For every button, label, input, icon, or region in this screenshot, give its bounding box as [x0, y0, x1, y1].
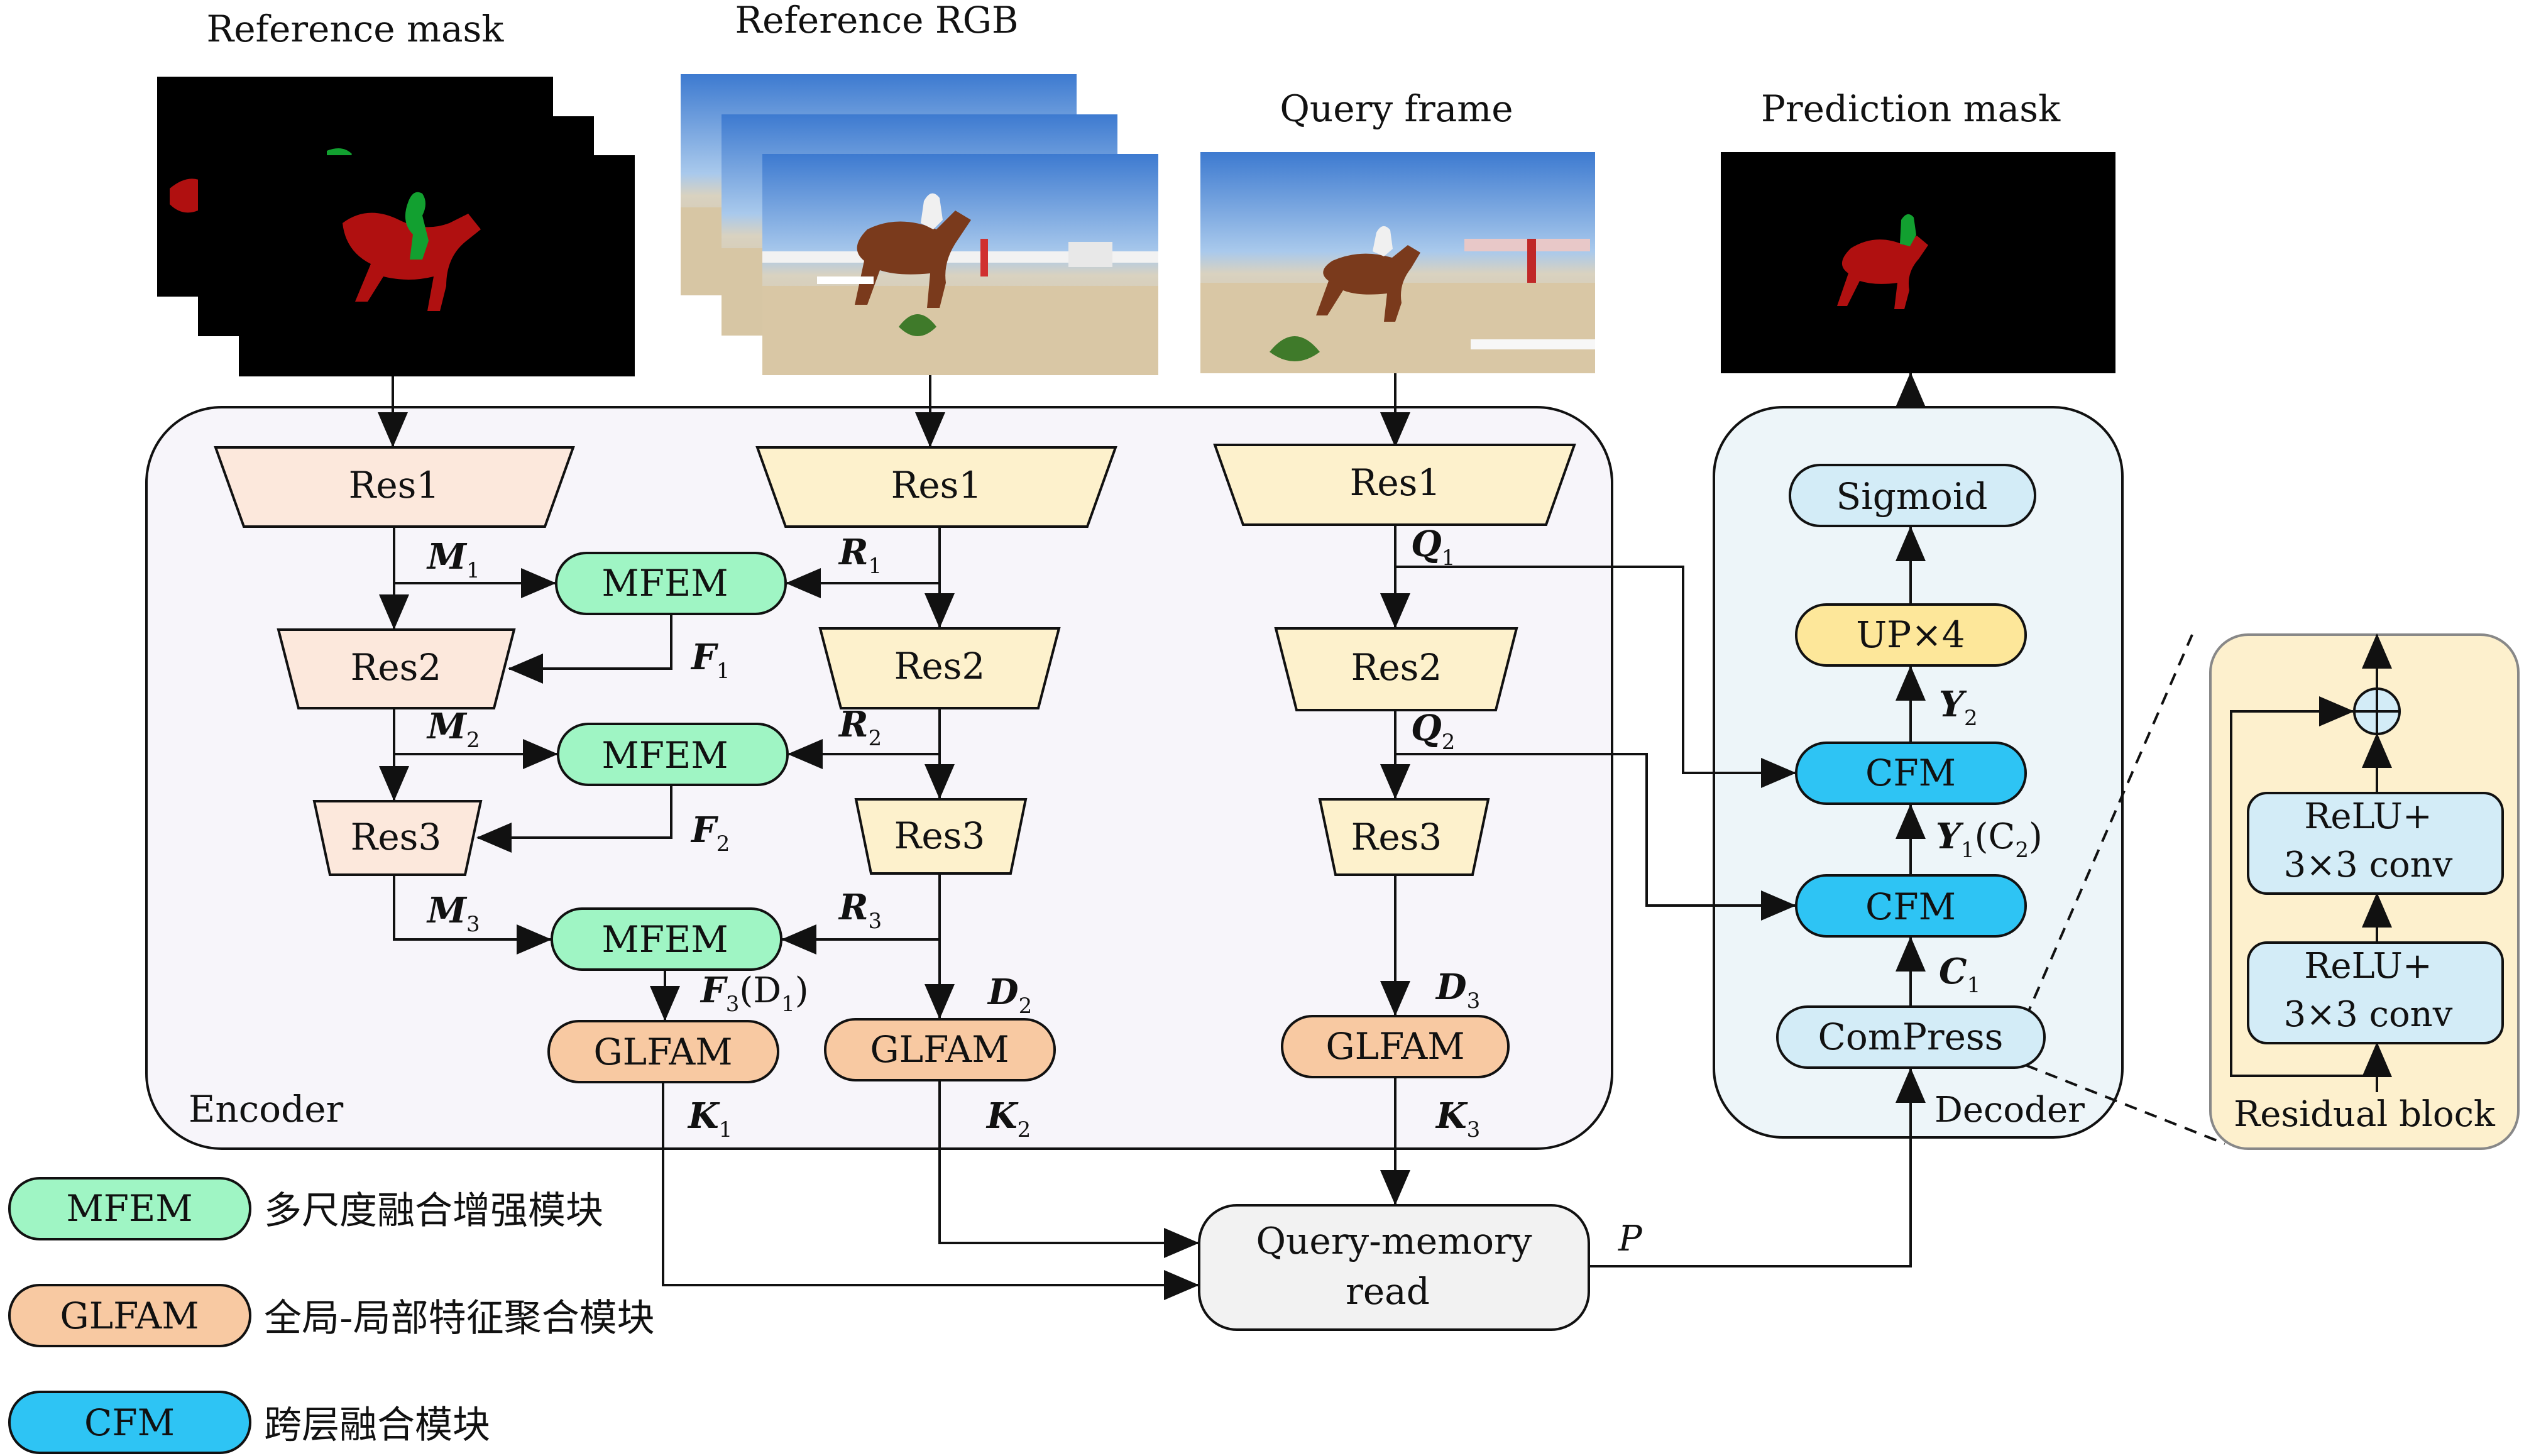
- legend-mfem-abbr: MFEM: [66, 1187, 192, 1230]
- horse-mask-icon: [343, 212, 481, 311]
- label-m3: M3: [426, 890, 480, 937]
- mask-res1-label: Res1: [349, 464, 440, 506]
- sigmoid-label: Sigmoid: [1836, 475, 1987, 518]
- decoder-label: Decoder: [1934, 1090, 2085, 1130]
- rider-mask-icon: [405, 192, 429, 260]
- compress-label: ComPress: [1818, 1015, 2004, 1058]
- rider-query-icon: [1373, 226, 1393, 256]
- label-m2: M2: [426, 706, 480, 753]
- query-memory-read-line2: read: [1346, 1270, 1430, 1313]
- legend-glfam-desc: 全局-局部特征聚合模块: [264, 1296, 655, 1340]
- query-memory-read-line1: Query-memory: [1256, 1220, 1532, 1262]
- query-res2-block: [1274, 627, 1518, 711]
- label-m1: M1: [426, 536, 480, 583]
- zoom-line-bottom: [2025, 1064, 2225, 1145]
- mfem-3-label: MFEM: [601, 918, 728, 961]
- query-res2-label: Res2: [1351, 646, 1442, 689]
- rgb-res1-block: [755, 446, 1117, 528]
- query-res1-label: Res1: [1350, 461, 1441, 504]
- encoder-container: [145, 406, 1613, 1150]
- mask-res2-block: [277, 628, 516, 709]
- reference-rgb-title: Reference RGB: [735, 0, 1018, 41]
- legend-mfem-swatch: [8, 1177, 251, 1240]
- label-d2: D2: [987, 972, 1032, 1019]
- rgb-res3-block: [854, 798, 1028, 875]
- query-res1-block: [1213, 444, 1576, 526]
- rider-prediction-icon: [1900, 214, 1916, 246]
- query-res3-label: Res3: [1351, 816, 1442, 858]
- label-r3: R3: [838, 887, 882, 934]
- reference-rgb-stack: [681, 74, 1158, 375]
- prediction-mask-image: [1721, 152, 2115, 373]
- legend-glfam-abbr: GLFAM: [60, 1295, 199, 1337]
- label-r1: R1: [838, 532, 882, 579]
- label-r2: R2: [838, 704, 882, 751]
- label-y1-c2: Y1(C2): [1936, 816, 2043, 863]
- residual-conv-bottom-line1: ReLU+: [2304, 946, 2432, 987]
- mask-res3-label: Res3: [351, 816, 442, 858]
- encoder-label: Encoder: [189, 1088, 344, 1130]
- horse-query-icon: [1316, 245, 1420, 322]
- query-frame-image: [1200, 152, 1595, 373]
- legend-cfm-desc: 跨层融合模块: [264, 1403, 490, 1447]
- rgb-res2-block: [818, 627, 1061, 709]
- mask-res3-block: [312, 800, 483, 876]
- mfem-1-label: MFEM: [601, 562, 728, 605]
- residual-conv-top-line2: 3×3 conv: [2284, 845, 2453, 885]
- label-k1: K1: [687, 1095, 732, 1142]
- horse-photo-icon: [855, 211, 971, 308]
- legend-mfem-desc: 多尺度融合增强模块: [264, 1189, 603, 1233]
- mfem-2-label: MFEM: [601, 734, 728, 777]
- cfm-bottom-label: CFM: [1865, 885, 1956, 928]
- glfam-3-label: GLFAM: [1325, 1025, 1464, 1068]
- upsample-label: UP×4: [1856, 613, 1965, 656]
- cfm-top-label: CFM: [1865, 752, 1956, 794]
- legend-glfam-swatch: [8, 1284, 251, 1347]
- label-k3: K3: [1435, 1095, 1480, 1142]
- rgb-res3-label: Res3: [894, 814, 985, 857]
- label-q1: Q1: [1411, 523, 1455, 571]
- label-c1: C1: [1939, 951, 1980, 998]
- reference-mask-stack: [157, 77, 635, 376]
- mask-res2-label: Res2: [351, 646, 442, 689]
- label-k2: K2: [985, 1095, 1031, 1142]
- label-f2: F2: [690, 809, 730, 857]
- query-res3-block: [1318, 798, 1490, 876]
- label-f1: F1: [690, 637, 730, 684]
- variable-labels: M1 M2 M3 R1 R2 R3 F1 F2 F3(D1) D2 D3 Q1 …: [426, 523, 2043, 1142]
- residual-block-label: Residual block: [2234, 1094, 2496, 1135]
- mask-res1-block: [214, 446, 575, 528]
- glfam-2-label: GLFAM: [870, 1028, 1009, 1071]
- label-f3-d1: F3(D1): [700, 970, 809, 1017]
- query-frame-title: Query frame: [1280, 87, 1513, 130]
- zoom-line-top: [2024, 634, 2193, 1019]
- label-y2: Y2: [1939, 684, 1978, 731]
- rgb-res1-label: Res1: [891, 464, 982, 506]
- rgb-res2-label: Res2: [894, 645, 985, 687]
- legend-cfm-abbr: CFM: [84, 1401, 175, 1444]
- rider-photo-icon: [921, 193, 943, 229]
- prediction-mask-title: Prediction mask: [1761, 87, 2061, 130]
- label-d3: D3: [1435, 966, 1480, 1014]
- legend: MFEM 多尺度融合增强模块 GLFAM 全局-局部特征聚合模块 CFM 跨层融…: [8, 1177, 655, 1454]
- p-label: P: [1618, 1218, 1643, 1259]
- glfam-1-label: GLFAM: [593, 1031, 732, 1073]
- residual-conv-top-line1: ReLU+: [2304, 796, 2432, 837]
- reference-mask-title: Reference mask: [207, 8, 505, 50]
- legend-cfm-swatch: [8, 1391, 251, 1454]
- residual-conv-bottom-line2: 3×3 conv: [2284, 994, 2453, 1035]
- label-q2: Q2: [1411, 708, 1455, 755]
- horse-prediction-icon: [1837, 236, 1928, 309]
